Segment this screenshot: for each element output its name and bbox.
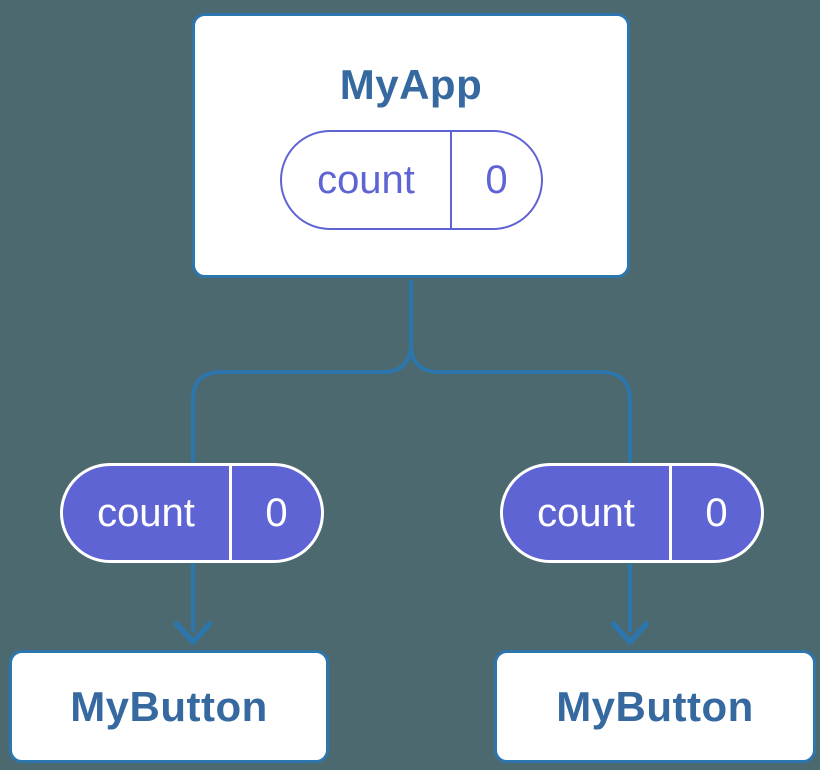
root-state-pill: count 0 — [280, 130, 543, 230]
arrow-down-icon — [173, 621, 213, 645]
root-component-title: MyApp — [339, 61, 483, 108]
child-left-component-card: MyButton — [9, 650, 329, 763]
prop-pill-label: count — [63, 466, 232, 560]
child-left-prop-pill: count 0 — [60, 463, 324, 563]
state-pill-value: 0 — [485, 158, 508, 202]
branch-right-connector — [409, 343, 632, 632]
prop-pill-label: count — [503, 466, 672, 560]
prop-pill-value: 0 — [705, 491, 728, 535]
child-component-title: MyButton — [70, 682, 268, 730]
arrow-down-icon — [610, 621, 650, 645]
root-component-card: MyApp count 0 — [192, 13, 630, 278]
prop-pill-value: 0 — [265, 491, 288, 535]
child-component-title: MyButton — [556, 682, 754, 730]
child-right-component-card: MyButton — [494, 650, 816, 763]
state-pill-label: count — [282, 132, 452, 228]
child-right-prop-pill: count 0 — [500, 463, 764, 563]
branch-left-connector — [191, 343, 413, 632]
